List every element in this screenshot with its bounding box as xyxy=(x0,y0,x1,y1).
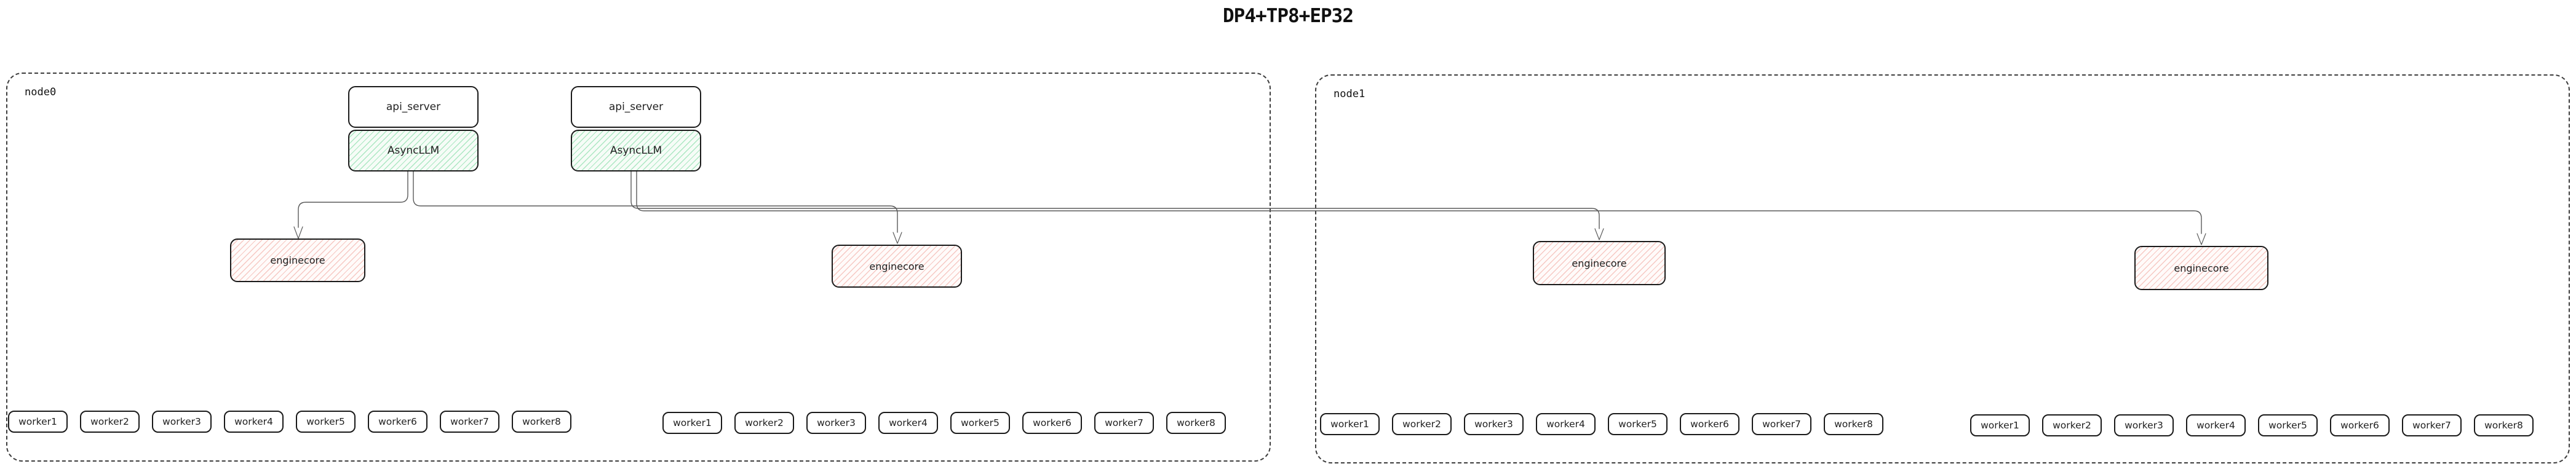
api-server-box-2: api_server xyxy=(571,86,701,128)
enginecore-label-3: enginecore xyxy=(1572,257,1627,269)
worker-box: worker2 xyxy=(1392,413,1452,435)
worker-box: worker8 xyxy=(2474,414,2534,436)
worker-box: worker1 xyxy=(8,411,68,433)
node0-group-box: node0 xyxy=(6,73,1271,462)
worker-box: worker3 xyxy=(1464,413,1524,435)
enginecore-label-1: enginecore xyxy=(270,254,325,266)
node1-group-box: node1 xyxy=(1315,74,2570,463)
diagram-title: DP4+TP8+EP32 xyxy=(1223,5,1354,27)
worker-box: worker2 xyxy=(80,411,140,433)
asyncllm-label-2: AsyncLLM xyxy=(610,144,662,157)
worker-box: worker4 xyxy=(878,412,938,434)
worker-box: worker7 xyxy=(1752,413,1811,435)
worker-box: worker5 xyxy=(1608,413,1668,435)
worker-box: worker6 xyxy=(1022,412,1082,434)
worker-box: worker1 xyxy=(1970,414,2030,436)
worker-box: worker3 xyxy=(806,412,866,434)
worker-box: worker1 xyxy=(662,412,722,434)
worker-box: worker8 xyxy=(1166,412,1226,434)
worker-box: worker5 xyxy=(2258,414,2318,436)
asyncllm-label-1: AsyncLLM xyxy=(387,144,440,157)
worker-box: worker8 xyxy=(1824,413,1883,435)
asyncllm-box-2: AsyncLLM xyxy=(571,130,701,171)
node1-label: node1 xyxy=(1334,88,1366,100)
worker-box: worker8 xyxy=(512,411,571,433)
worker-box: worker7 xyxy=(2402,414,2462,436)
worker-box: worker5 xyxy=(950,412,1010,434)
worker-box: worker2 xyxy=(734,412,794,434)
worker-box: worker7 xyxy=(440,411,499,433)
worker-box: worker6 xyxy=(1680,413,1739,435)
enginecore-box-3: enginecore xyxy=(1533,241,1666,285)
worker-box: worker3 xyxy=(2114,414,2174,436)
enginecore-box-2: enginecore xyxy=(832,245,962,288)
worker-box: worker7 xyxy=(1094,412,1154,434)
node0-label: node0 xyxy=(25,86,57,98)
worker-box: worker4 xyxy=(1536,413,1596,435)
enginecore-label-4: enginecore xyxy=(2174,262,2229,274)
worker-box: worker6 xyxy=(2330,414,2390,436)
worker-box: worker5 xyxy=(296,411,356,433)
worker-box: worker6 xyxy=(368,411,427,433)
api-server-label-1: api_server xyxy=(386,101,441,113)
asyncllm-box-1: AsyncLLM xyxy=(348,130,479,171)
enginecore-box-4: enginecore xyxy=(2134,246,2268,290)
worker-box: worker3 xyxy=(152,411,212,433)
enginecore-label-2: enginecore xyxy=(869,260,924,272)
worker-box: worker4 xyxy=(2186,414,2246,436)
api-server-label-2: api_server xyxy=(608,101,664,113)
worker-box: worker2 xyxy=(2042,414,2102,436)
worker-box: worker4 xyxy=(224,411,284,433)
enginecore-box-1: enginecore xyxy=(230,238,365,282)
worker-box: worker1 xyxy=(1320,413,1380,435)
api-server-box-1: api_server xyxy=(348,86,479,128)
